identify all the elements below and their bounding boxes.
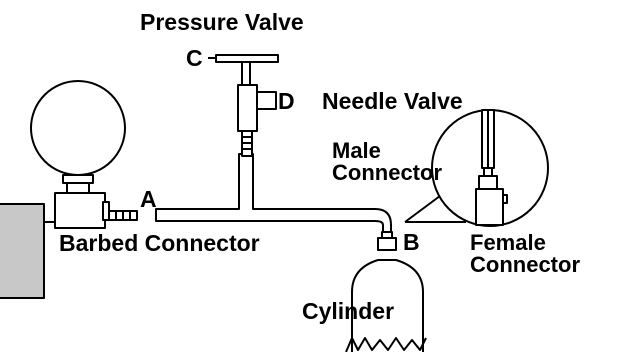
label-a: A — [140, 186, 157, 212]
label-male-connector-line2: Connector — [332, 160, 442, 186]
label-needle-valve: Needle Valve — [322, 88, 463, 114]
label-d: D — [278, 88, 295, 114]
pressure-gauge — [30, 80, 126, 229]
label-female-connector: Female Connector — [470, 230, 580, 278]
gas-cylinder — [351, 259, 424, 352]
label-barbed-connector: Barbed Connector — [59, 230, 260, 256]
label-male-connector-line1: Male — [332, 138, 381, 163]
detail-magnifier — [431, 109, 549, 227]
male-connector-fitting — [377, 231, 397, 251]
pressure-valve — [215, 54, 279, 157]
cylinder-torn-edge — [345, 337, 427, 353]
label-female-connector-line2: Connector — [470, 252, 580, 278]
label-female-connector-line1: Female — [470, 230, 546, 255]
label-male-connector: Male Connector — [332, 138, 442, 186]
main-tubing — [155, 153, 392, 233]
label-c: C — [186, 45, 203, 71]
wall-mount — [0, 203, 56, 299]
label-b: B — [403, 229, 420, 255]
barbed-connector-fitting — [108, 210, 138, 221]
label-pressure-valve: Pressure Valve — [140, 9, 304, 35]
label-cylinder: Cylinder — [302, 298, 395, 324]
